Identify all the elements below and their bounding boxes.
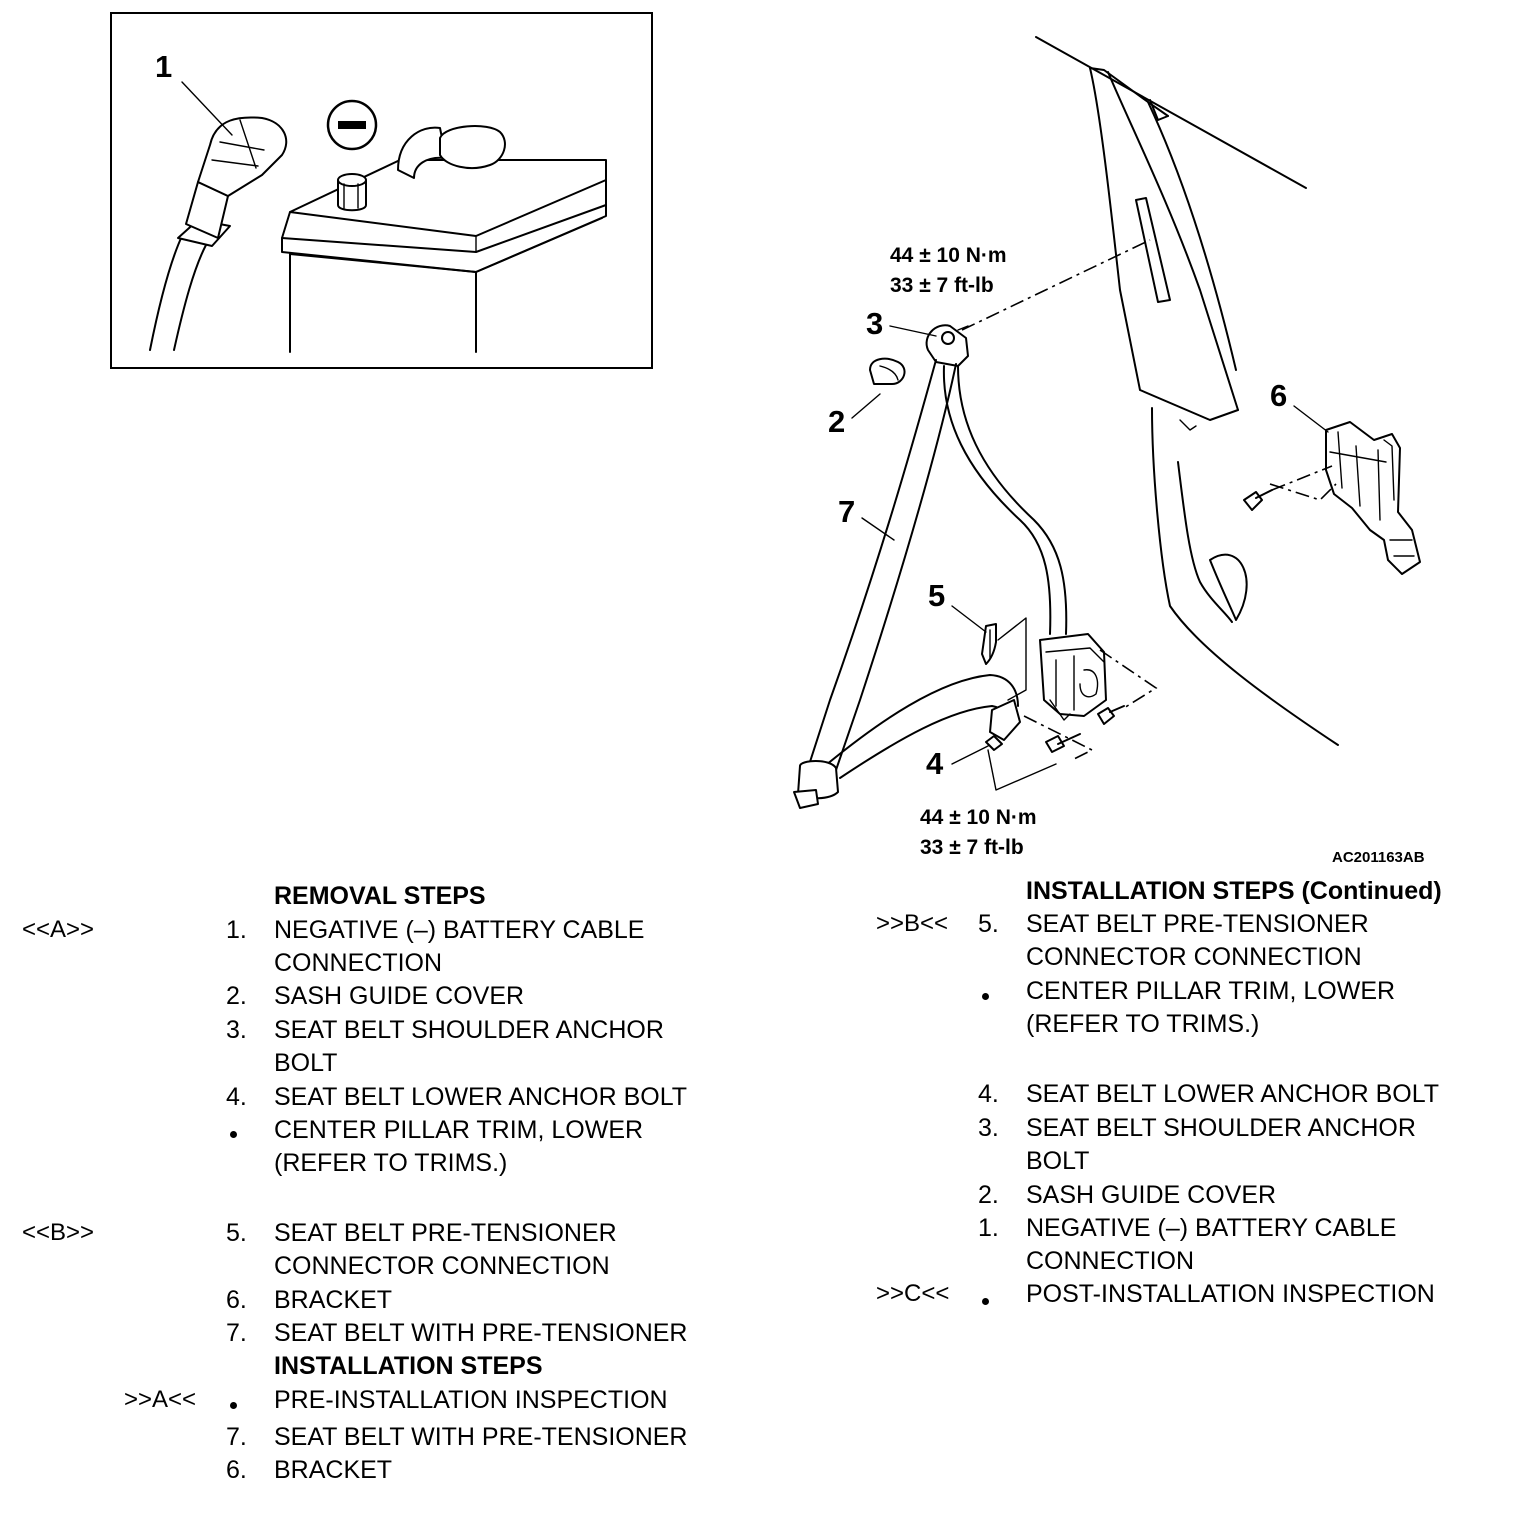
callout-5: 5 <box>928 578 945 613</box>
upper-torque-metric: 44 ± 10 N·m <box>890 244 1007 267</box>
installation-step-6-number: 6. <box>226 1456 247 1484</box>
removal-step-trim-line-1: CENTER PILLAR TRIM, LOWER <box>274 1116 644 1144</box>
continued-step-4-number: 4. <box>978 1080 999 1108</box>
callout-labels: 3 2 7 5 4 44 ± 10 N·m 33 ± 7 ft-lb 44 ± … <box>828 244 1425 866</box>
continued-step-1-line-2: CONNECTION <box>1026 1247 1195 1275</box>
sash-guide-cover <box>869 357 906 385</box>
center-pillar-trim <box>1035 36 1339 746</box>
installation-step-7-number: 7. <box>226 1423 247 1451</box>
removal-step-1-mark: <<A>> <box>22 916 95 943</box>
removal-step-5-line-2: CONNECTOR CONNECTION <box>274 1252 610 1280</box>
lower-torque-metric: 44 ± 10 N·m <box>920 806 1037 829</box>
continued-step-5-mark: >>B<< <box>876 910 949 937</box>
continued-step-trim-line-1: CENTER PILLAR TRIM, LOWER <box>1026 977 1396 1005</box>
removal-step-5-mark: <<B>> <box>22 1219 95 1246</box>
removal-step-5-line-1: SEAT BELT PRE-TENSIONER <box>274 1219 617 1247</box>
continued-step-5-line-1: SEAT BELT PRE-TENSIONER <box>1026 910 1369 938</box>
removal-step-7-line-1: SEAT BELT WITH PRE-TENSIONER <box>274 1319 688 1347</box>
callout-7: 7 <box>838 494 855 529</box>
removal-step-1-line-1: NEGATIVE (–) BATTERY CABLE <box>274 916 645 944</box>
removal-step-7-number: 7. <box>226 1319 247 1347</box>
continued-step-trim-bullet <box>982 993 989 1000</box>
callout-1: 1 <box>155 49 172 84</box>
removal-step-4-line-1: SEAT BELT LOWER ANCHOR BOLT <box>274 1083 688 1111</box>
continued-step-5-line-2: CONNECTOR CONNECTION <box>1026 943 1362 971</box>
removal-step-trim-line-2: (REFER TO TRIMS.) <box>274 1149 508 1177</box>
lower-torque-imperial: 33 ± 7 ft-lb <box>920 836 1024 859</box>
callout-2: 2 <box>828 404 845 439</box>
continued-step-post-mark: >>C<< <box>876 1280 950 1307</box>
figure-id: AC201163AB <box>1332 849 1425 866</box>
upper-torque-imperial: 33 ± 7 ft-lb <box>890 274 994 297</box>
installation-continued-heading: INSTALLATION STEPS (Continued) <box>1026 877 1442 905</box>
minus-sign-icon <box>326 99 378 151</box>
seat-belt-removal-illustration: 1 6 <box>110 12 1425 866</box>
removal-step-3-line-1: SEAT BELT SHOULDER ANCHOR <box>274 1016 664 1044</box>
continued-step-3-line-1: SEAT BELT SHOULDER ANCHOR <box>1026 1114 1416 1142</box>
battery-cable-inset: 1 <box>110 12 653 369</box>
installation-step-pre-mark: >>A<< <box>124 1386 197 1413</box>
callout-4: 4 <box>926 746 944 781</box>
installation-step-7-line-1: SEAT BELT WITH PRE-TENSIONER <box>274 1423 688 1451</box>
continued-step-trim-line-2: (REFER TO TRIMS.) <box>1026 1010 1260 1038</box>
installation-step-pre-line-1: PRE-INSTALLATION INSPECTION <box>274 1386 668 1414</box>
callout-6: 6 <box>1270 378 1287 413</box>
continued-step-4-line-1: SEAT BELT LOWER ANCHOR BOLT <box>1026 1080 1440 1108</box>
continued-step-1-line-1: NEGATIVE (–) BATTERY CABLE <box>1026 1214 1397 1242</box>
removal-step-2-number: 2. <box>226 982 247 1010</box>
continued-step-2-number: 2. <box>978 1181 999 1209</box>
removal-step-5-number: 5. <box>226 1219 247 1247</box>
removal-step-trim-bullet <box>230 1131 237 1138</box>
removal-step-6-line-1: BRACKET <box>274 1286 393 1314</box>
removal-step-1-line-2: CONNECTION <box>274 949 443 977</box>
installation-step-pre-bullet <box>230 1402 237 1409</box>
removal-step-1-number: 1. <box>226 916 247 944</box>
continued-step-5-number: 5. <box>978 910 999 938</box>
continued-step-post-line-1: POST-INSTALLATION INSPECTION <box>1026 1280 1435 1308</box>
continued-step-3-line-2: BOLT <box>1026 1147 1090 1175</box>
removal-step-3-line-2: BOLT <box>274 1049 338 1077</box>
installation-step-6-line-1: BRACKET <box>274 1456 393 1484</box>
removal-step-3-number: 3. <box>226 1016 247 1044</box>
callout-3: 3 <box>866 306 883 341</box>
continued-step-2-line-1: SASH GUIDE COVER <box>1026 1181 1277 1209</box>
bracket-part: 6 <box>1243 378 1421 575</box>
seat-belt-assembly <box>793 239 1158 809</box>
removal-step-6-number: 6. <box>226 1286 247 1314</box>
continued-step-post-bullet <box>982 1298 989 1305</box>
continued-step-1-number: 1. <box>978 1214 999 1242</box>
continued-step-3-number: 3. <box>978 1114 999 1142</box>
removal-heading: REMOVAL STEPS <box>274 882 486 910</box>
removal-step-2-line-1: SASH GUIDE COVER <box>274 982 525 1010</box>
installation-heading: INSTALLATION STEPS <box>274 1352 543 1380</box>
removal-step-4-number: 4. <box>226 1083 247 1111</box>
